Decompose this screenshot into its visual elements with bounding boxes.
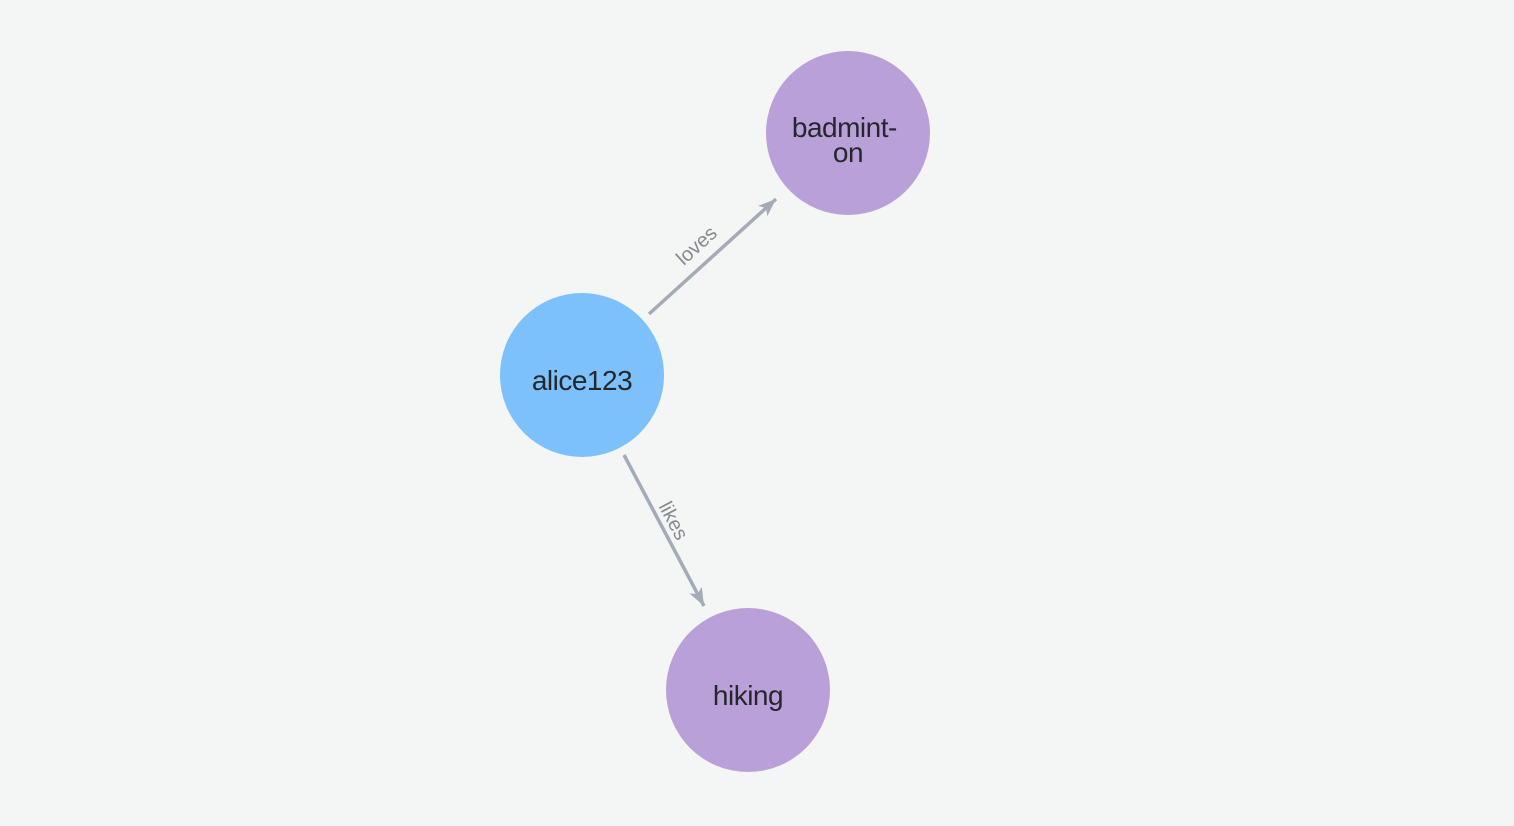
edge-line-likes[interactable] <box>622 454 706 607</box>
edge-line-loves[interactable] <box>647 197 778 316</box>
node-badminton: badmint- on <box>766 51 930 215</box>
node-circle-badminton[interactable] <box>766 51 930 215</box>
node-circle-alice123[interactable] <box>500 293 664 457</box>
node-hiking: hiking <box>666 608 830 772</box>
node-circle-hiking[interactable] <box>666 608 830 772</box>
node-alice123: alice123 <box>500 293 664 457</box>
